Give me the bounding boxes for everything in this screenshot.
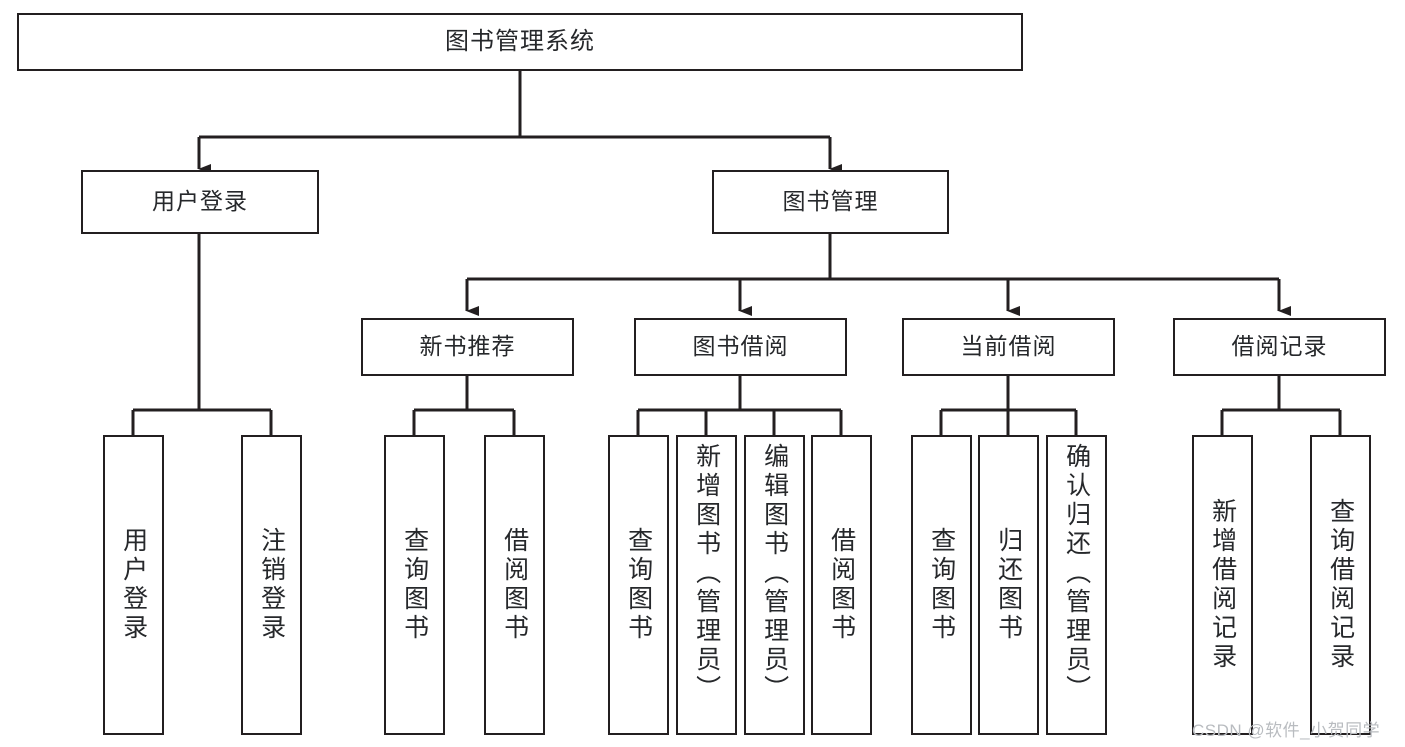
node-label: 查询图书 (624, 527, 653, 643)
node-label: 图书借阅 (692, 333, 789, 360)
node-leaf-borrow-book-recommend[interactable]: 借阅图书 (484, 435, 545, 735)
node-leaf-borrow-book[interactable]: 借阅图书 (811, 435, 872, 735)
node-leaf-logout[interactable]: 注销登录 (241, 435, 302, 735)
node-user-login[interactable]: 用户登录 (81, 170, 319, 234)
node-label: 当前借阅 (960, 333, 1057, 360)
node-label: 新增借阅记录 (1208, 498, 1237, 672)
node-label: 图书管理系统 (445, 27, 595, 55)
node-leaf-add-borrow-record[interactable]: 新增借阅记录 (1192, 435, 1253, 735)
node-label: 查询借阅记录 (1326, 498, 1355, 672)
node-leaf-confirm-return-admin[interactable]: 确认归还（管理员） (1046, 435, 1107, 735)
node-leaf-query-book-current[interactable]: 查询图书 (911, 435, 972, 735)
node-current-borrow[interactable]: 当前借阅 (902, 318, 1115, 376)
node-leaf-query-borrow-record[interactable]: 查询借阅记录 (1310, 435, 1371, 735)
node-leaf-edit-book-admin[interactable]: 编辑图书（管理员） (744, 435, 805, 735)
node-label: 查询图书 (927, 527, 956, 643)
node-new-book-recommend[interactable]: 新书推荐 (361, 318, 574, 376)
csdn-watermark: CSDN @软件_小贺同学 (1192, 721, 1381, 740)
node-leaf-query-book-borrow[interactable]: 查询图书 (608, 435, 669, 735)
node-label: 查询图书 (400, 527, 429, 643)
node-borrow-record[interactable]: 借阅记录 (1173, 318, 1386, 376)
node-root-library-system[interactable]: 图书管理系统 (17, 13, 1023, 71)
node-leaf-user-login[interactable]: 用户登录 (103, 435, 164, 735)
node-leaf-query-book-recommend[interactable]: 查询图书 (384, 435, 445, 735)
node-leaf-return-book[interactable]: 归还图书 (978, 435, 1039, 735)
node-leaf-add-book-admin[interactable]: 新增图书（管理员） (676, 435, 737, 735)
node-label: 归还图书 (994, 527, 1023, 643)
node-label: 图书管理 (782, 188, 879, 215)
node-book-management[interactable]: 图书管理 (712, 170, 949, 234)
node-label: 借阅图书 (500, 527, 529, 643)
node-label: 用户登录 (152, 188, 248, 215)
node-book-borrow[interactable]: 图书借阅 (634, 318, 847, 376)
node-label: 用户登录 (119, 527, 148, 643)
node-label: 借阅图书 (827, 527, 856, 643)
node-label: 注销登录 (257, 527, 286, 643)
node-label: 确认归还（管理员） (1062, 443, 1091, 704)
node-label: 编辑图书（管理员） (760, 443, 789, 704)
node-label: 借阅记录 (1231, 333, 1328, 360)
node-label: 新增图书（管理员） (692, 443, 721, 704)
node-label: 新书推荐 (419, 333, 516, 360)
